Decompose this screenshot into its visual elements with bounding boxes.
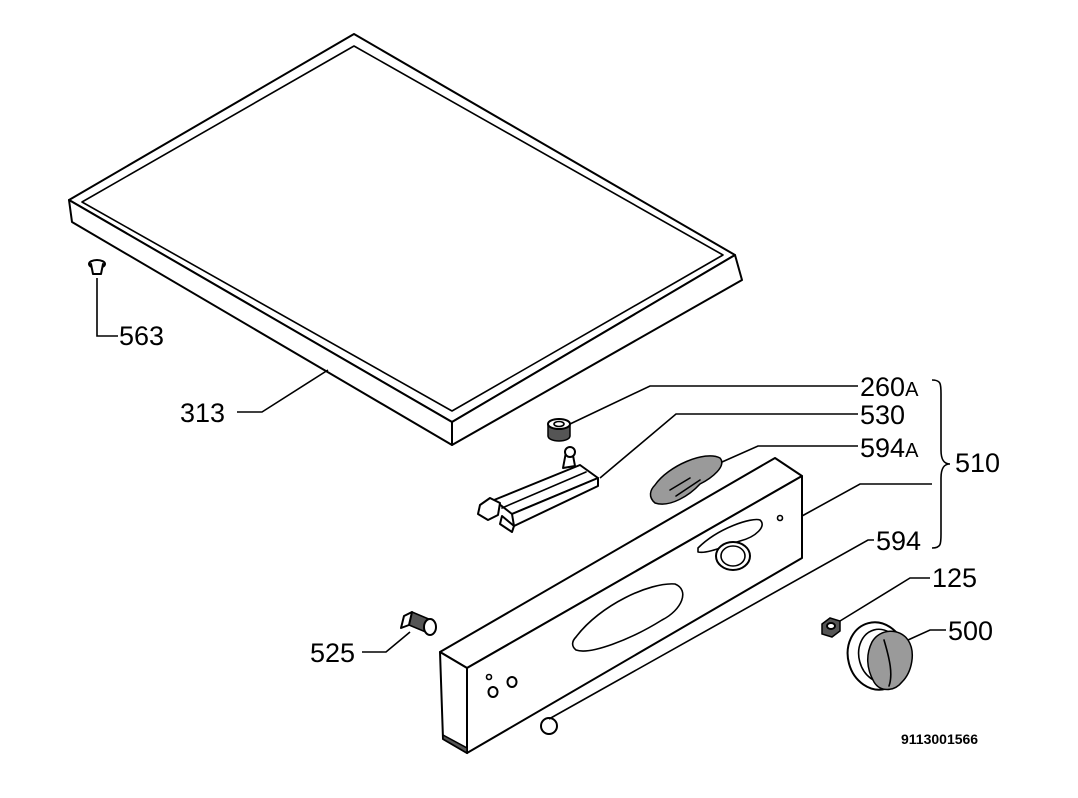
label-563: 563 <box>119 321 164 351</box>
nut-125-part <box>821 617 841 638</box>
leader-lines <box>96 278 946 720</box>
panel-detail-ball <box>540 717 558 735</box>
grommet-260a-part <box>547 418 571 442</box>
part-labels: 563 313 260A 530 594A 510 594 125 500 52… <box>119 321 1000 747</box>
label-260a: 260A <box>860 372 919 402</box>
insert-594a-part <box>649 455 723 505</box>
label-525: 525 <box>310 638 355 668</box>
label-510: 510 <box>955 448 1000 478</box>
control-panel-594-part <box>439 457 803 755</box>
label-594: 594 <box>876 526 921 556</box>
label-530: 530 <box>860 400 905 430</box>
plug-563-part <box>88 259 106 275</box>
knob-500-part <box>846 621 914 691</box>
worktop-lid-part <box>68 33 743 446</box>
label-125: 125 <box>932 563 977 593</box>
bracket-530-part <box>477 446 599 533</box>
part-525 <box>400 610 437 636</box>
label-500: 500 <box>948 616 993 646</box>
drawing-code: 9113001566 <box>901 731 978 747</box>
bracket-brace-510 <box>931 379 951 549</box>
label-313: 313 <box>180 398 225 428</box>
label-594a: 594A <box>860 433 919 463</box>
